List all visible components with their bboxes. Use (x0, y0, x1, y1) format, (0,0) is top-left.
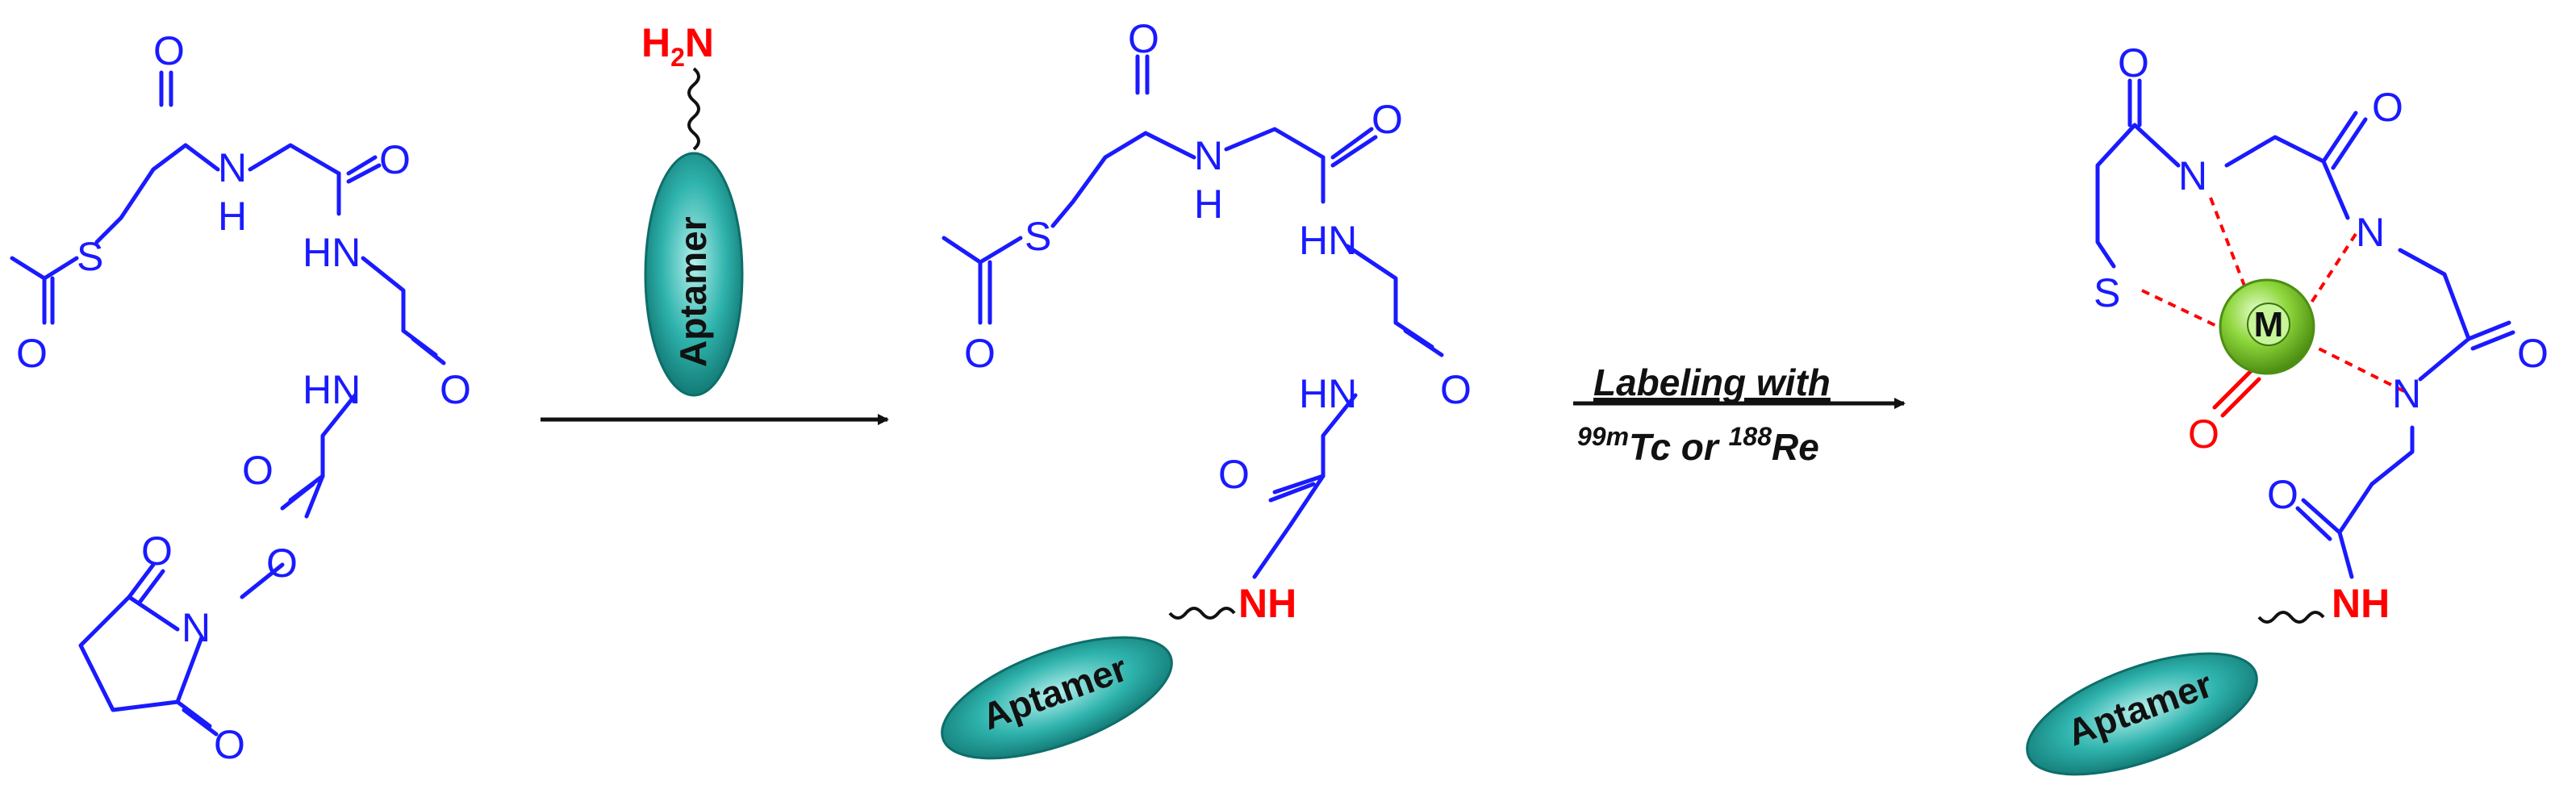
atom-O: O (2267, 472, 2298, 517)
atom-HN: HN (1299, 371, 1357, 416)
labeling-step: Labeling with 99mTc or 188Re (1573, 361, 1906, 468)
condition-line-1: Labeling with (1593, 361, 1831, 403)
atom-O: O (153, 28, 185, 73)
atom-O: O (2118, 40, 2149, 86)
atom-N: N (1194, 133, 1223, 178)
atom-O: O (1372, 97, 1403, 142)
atom-O: O (1128, 16, 1159, 61)
metal-label: M (2254, 305, 2284, 344)
coordination-bond (2310, 232, 2357, 304)
linker-wavy (1168, 607, 1236, 620)
atom-N: N (2392, 371, 2421, 416)
atom-O: O (2517, 331, 2549, 376)
atom-H: H (218, 194, 247, 239)
molecule-starting-ester: O S O N H O HN O HN O O N O O (10, 28, 471, 767)
linker-wavy (687, 67, 700, 151)
atom-O-oxo: O (2188, 411, 2219, 457)
coordination-bond (2315, 345, 2405, 393)
atom-O: O (2372, 85, 2403, 130)
atom-N: N (2356, 210, 2385, 255)
amine-label: H2N (641, 20, 714, 72)
atom-O: O (141, 528, 173, 574)
atom-O: O (266, 541, 298, 586)
atom-HN: HN (1299, 218, 1357, 263)
atom-S: S (1025, 214, 1051, 259)
atom-O: O (214, 722, 245, 767)
atom-S: S (77, 234, 103, 279)
condition-line-2: 99mTc or 188Re (1577, 422, 1819, 468)
atom-O: O (16, 331, 48, 376)
atom-S: S (2094, 270, 2120, 315)
linker-wavy (2257, 611, 2325, 624)
atom-O: O (440, 367, 471, 412)
atom-O: O (1218, 452, 1250, 497)
atom-N: N (182, 605, 211, 650)
atom-O: O (1440, 367, 1472, 412)
atom-NH: NH (2332, 581, 2390, 626)
atom-NH: NH (1238, 581, 1296, 626)
atom-H: H (1194, 182, 1223, 227)
atom-HN: HN (303, 367, 361, 412)
atom-HN: HN (303, 230, 361, 275)
coordination-bond (2141, 289, 2227, 332)
molecule-aptamer-conjugate: O S O N H O HN O HN O NH Aptamer (941, 16, 1472, 760)
metal-center-inner (2247, 303, 2290, 346)
atom-O: O (242, 448, 273, 493)
atom-O: O (379, 137, 411, 182)
aptamer-label: Aptamer (672, 216, 714, 367)
aptamer-ellipse (2026, 652, 2258, 776)
molecule-metal-complex: M O S N O N O N O O NH Aptamer (2026, 40, 2549, 776)
atom-N: N (218, 145, 247, 190)
reagent-amino-aptamer: H2N Aptamer (641, 20, 744, 397)
aptamer-ellipse (941, 636, 1173, 760)
aptamer-ellipse (644, 152, 744, 397)
atom-O: O (964, 331, 996, 376)
atom-N: N (2178, 153, 2207, 198)
